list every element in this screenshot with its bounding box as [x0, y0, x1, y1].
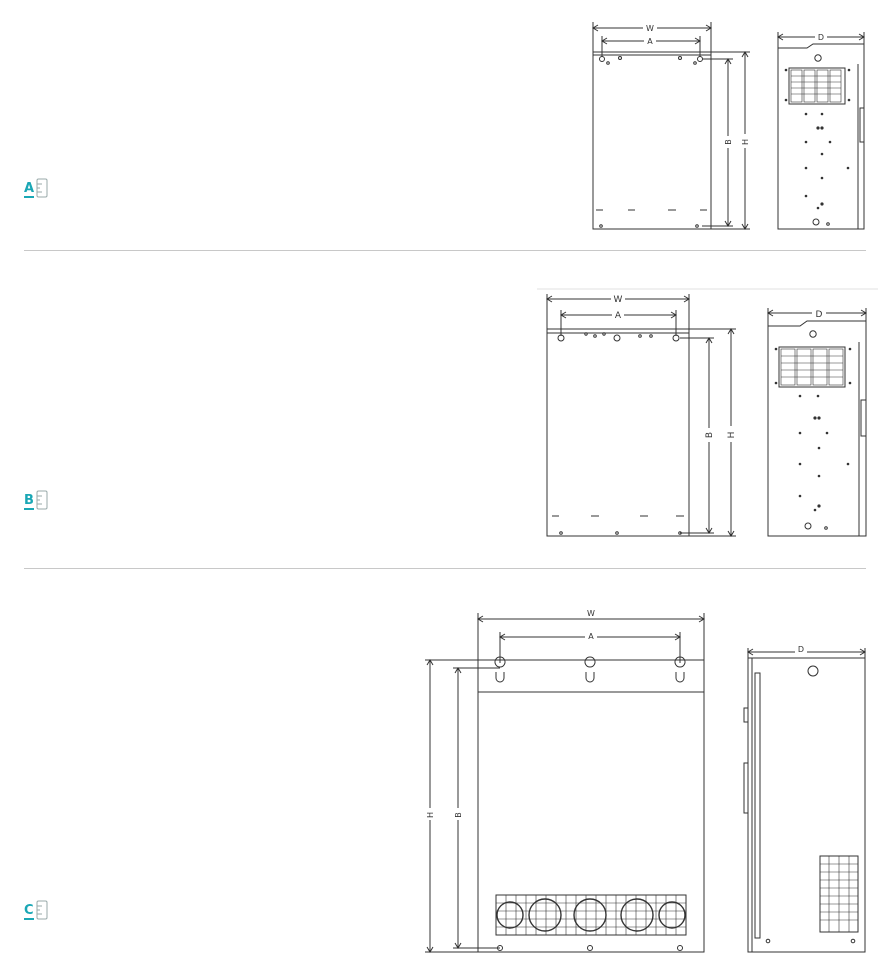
- size-c-d-label: D: [798, 645, 804, 654]
- size-b-b-label: B: [705, 432, 715, 438]
- size-c-drawing: W A H B D: [425, 608, 866, 953]
- size-a-w-label: W: [646, 24, 654, 33]
- size-b-label: B: [24, 493, 34, 510]
- section-divider: [24, 250, 866, 251]
- section-size-c: C: [0, 568, 881, 972]
- size-a-drawing: W A B H D: [592, 22, 865, 230]
- section-size-a: A: [0, 0, 881, 250]
- size-a-h-label: H: [741, 139, 750, 145]
- size-c-badge: C: [24, 900, 48, 920]
- size-c-side-view: [743, 657, 866, 953]
- size-a-b-label: B: [724, 139, 733, 145]
- size-a-badge: A: [24, 178, 48, 198]
- size-b-front-view: [546, 328, 690, 537]
- size-a-d-label: D: [818, 33, 824, 42]
- size-a-label: A: [24, 181, 35, 198]
- size-c-a-label: A: [588, 632, 594, 641]
- section-size-b: B: [0, 250, 881, 568]
- size-a-a-label: A: [647, 37, 653, 46]
- size-c-w-label: W: [587, 609, 595, 618]
- size-c-label: C: [24, 903, 34, 920]
- ruler-icon: [36, 900, 48, 920]
- size-b-badge: B: [24, 490, 48, 510]
- size-c-b-label: B: [454, 812, 463, 818]
- size-c-front-view: [477, 656, 705, 953]
- size-a-side-view: [777, 43, 865, 230]
- ruler-icon: [36, 490, 48, 510]
- ruler-icon: [36, 178, 48, 198]
- size-a-front-view: [592, 51, 712, 230]
- size-b-w-label: W: [614, 295, 623, 305]
- size-b-d-label: D: [816, 310, 823, 320]
- size-b-a-label: A: [615, 311, 622, 321]
- size-b-side-view: [767, 320, 867, 537]
- size-b-drawing: W A B H D: [537, 288, 878, 537]
- section-divider: [24, 568, 866, 569]
- size-b-h-label: H: [727, 432, 737, 439]
- size-c-h-label: H: [426, 812, 435, 818]
